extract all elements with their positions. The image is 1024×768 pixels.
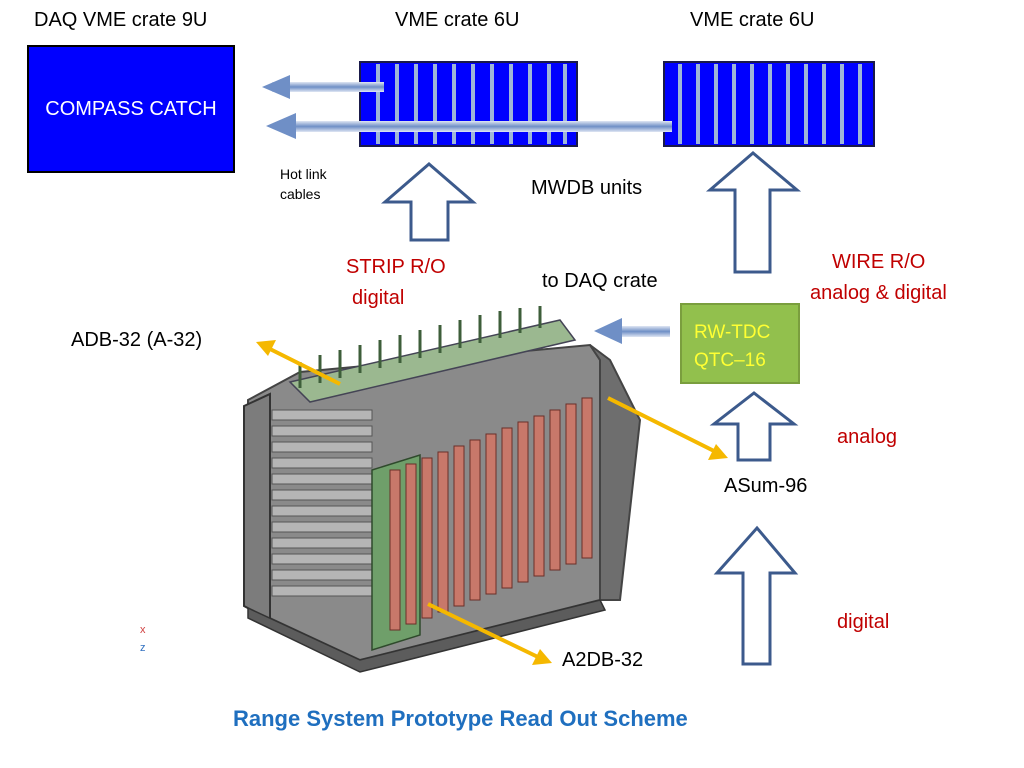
asum96-label: ASum-96 (724, 475, 808, 497)
strip-ro-label: STRIP R/O (346, 256, 446, 278)
axis-z-label: z (140, 642, 146, 654)
adb32-pointer (256, 340, 341, 386)
compass-catch-box: COMPASS CATCH (27, 45, 235, 173)
detector-module-illustration (243, 306, 642, 673)
qtc16-label: QTC–16 (694, 350, 766, 371)
mwdb-units-label: MWDB units (531, 177, 643, 199)
vme-crate-left (359, 61, 578, 147)
analog-label: analog (837, 426, 898, 448)
vme-crate-right-label: VME crate 6U (690, 9, 815, 31)
digital-up-arrow (713, 525, 799, 666)
wire-ro-label: WIRE R/O (832, 251, 926, 273)
to-daq-crate-label: to DAQ crate (542, 270, 658, 292)
hot-link-label: Hot link (280, 166, 327, 182)
compass-catch-label: COMPASS CATCH (45, 97, 217, 120)
analog-up-arrow (709, 391, 799, 462)
rw-tdc-box: RW-TDC QTC–16 (680, 303, 800, 384)
rw-tdc-label: RW-TDC (694, 322, 771, 343)
to-daq-arrow (594, 318, 670, 344)
cables-label: cables (280, 186, 321, 202)
vme-crate-right (663, 61, 875, 147)
daq-crate-label: DAQ VME crate 9U (34, 9, 208, 31)
vme-crate-left-label: VME crate 6U (395, 9, 520, 31)
wire-up-arrow (705, 151, 802, 274)
hot-link-cable-lower (266, 113, 672, 139)
strip-digital-label: digital (352, 287, 405, 309)
hot-link-cable-upper (262, 75, 384, 99)
adb32-label: ADB-32 (A-32) (71, 329, 203, 351)
diagram-caption: Range System Prototype Read Out Scheme (233, 706, 688, 731)
strip-up-arrow (380, 162, 478, 242)
a2db32-pointer (427, 602, 552, 665)
asum96-pointer (607, 396, 728, 460)
a2db32-label: A2DB-32 (562, 649, 644, 671)
wire-analog-digital-label: analog & digital (810, 282, 947, 304)
axis-x-label: x (140, 624, 146, 636)
digital-label: digital (837, 611, 890, 633)
